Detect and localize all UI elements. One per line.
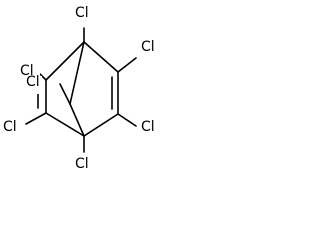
- bonds: [25, 27, 137, 153]
- bond-c4-c7: [69, 103, 85, 137]
- atom-label-cl-bridge-right: Cl: [26, 74, 40, 90]
- atom-label-cl-bottom: Cl: [75, 156, 89, 172]
- bond-c4-c5: [45, 112, 85, 137]
- bond-c6-cl: [39, 73, 47, 81]
- bond-c1-c2: [83, 41, 119, 73]
- atom-label-cl-bridge-left: Cl: [20, 63, 34, 79]
- bond-c3-c4: [83, 113, 119, 137]
- bond-c2-cl: [117, 57, 137, 73]
- atom-label-cl-left: Cl: [3, 119, 17, 135]
- atom-label-cl-lower-right: Cl: [141, 119, 155, 135]
- bond-c7-cl: [59, 83, 71, 105]
- bond-c3-cl: [117, 113, 137, 127]
- atom-label-cl-upper-right: Cl: [141, 39, 155, 55]
- bond-c5-cl: [25, 112, 47, 125]
- molecule-structure: Cl Cl Cl Cl Cl Cl Cl: [2, 4, 160, 173]
- bond-c1-c7: [69, 41, 85, 105]
- atom-labels: Cl Cl Cl Cl Cl Cl Cl: [2, 4, 160, 173]
- atom-label-cl-top: Cl: [75, 5, 89, 21]
- bond-c1-c6: [45, 41, 85, 81]
